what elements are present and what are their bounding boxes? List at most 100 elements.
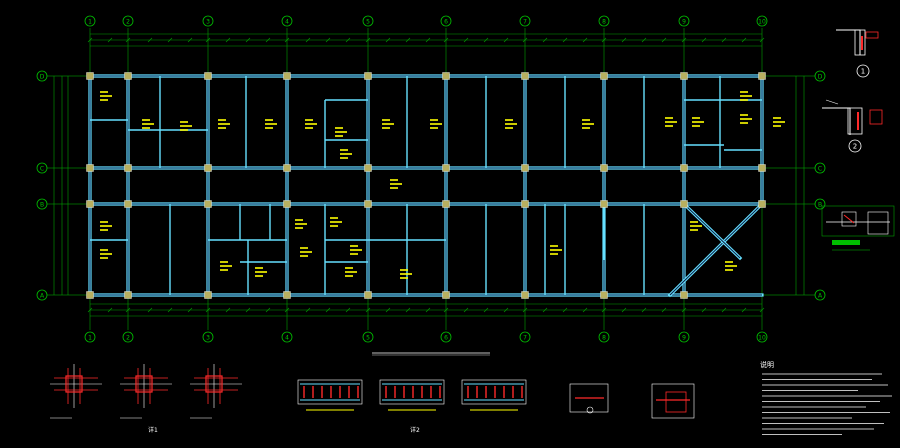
- dim-tick-top-33: [741, 37, 747, 43]
- axis-bubble-col-9-top: 9: [678, 15, 690, 27]
- notes-block: 说明: [760, 360, 892, 435]
- svg-text:A: A: [818, 292, 823, 299]
- svg-text:C: C: [40, 165, 44, 172]
- beam-annotation-15: [740, 114, 752, 124]
- svg-text:4: 4: [285, 18, 289, 25]
- column-10-3: [758, 200, 766, 208]
- beam-annotation-19: [220, 261, 232, 271]
- dim-tick-bottom-23: [542, 307, 548, 313]
- beam-section-detail-1: [297, 379, 363, 411]
- svg-text:A: A: [40, 292, 45, 299]
- section-detail-1: 1: [836, 29, 879, 78]
- svg-text:6: 6: [444, 334, 448, 341]
- svg-text:8: 8: [602, 18, 606, 25]
- dim-tick-bottom-4: [167, 307, 173, 313]
- dim-tick-bottom-32: [721, 307, 727, 313]
- beam-annotation-16: [773, 117, 785, 127]
- axis-bubble-col-9-bottom: 9: [678, 331, 690, 343]
- column-3-3: [204, 200, 212, 208]
- axis-bubble-col-8-bottom: 8: [598, 331, 610, 343]
- axis-bubble-col-7-bottom: 7: [519, 331, 531, 343]
- dim-tick-bottom-18: [443, 307, 449, 313]
- svg-text:10: 10: [758, 334, 766, 341]
- column-1-2: [86, 164, 94, 172]
- dim-tick-bottom-1: [107, 307, 113, 313]
- dim-tick-top-16: [405, 37, 411, 43]
- dim-tick-top-31: [701, 37, 707, 43]
- axis-bubble-row-C-left: C: [36, 162, 48, 174]
- beam-annotation-9: [430, 119, 442, 129]
- dim-tick-top-20: [483, 37, 489, 43]
- axis-bubble-col-6-top: 6: [440, 15, 452, 27]
- column-4-4: [283, 291, 291, 299]
- column-9-1: [680, 72, 688, 80]
- svg-text:10: 10: [758, 18, 766, 25]
- beam-annotation-20: [255, 267, 267, 277]
- beam-annotation-30: [390, 179, 402, 189]
- column-3-4: [204, 291, 212, 299]
- dim-tick-bottom-13: [345, 307, 351, 313]
- dim-tick-top-10: [284, 37, 290, 43]
- dim-tick-bottom-10: [284, 307, 290, 313]
- column-7-4: [521, 291, 529, 299]
- beam-annotation-11: [582, 119, 594, 129]
- svg-text:C: C: [818, 165, 822, 172]
- dim-tick-top-19: [463, 37, 469, 43]
- beam-section-details: [297, 379, 527, 411]
- dim-tick-bottom-34: [759, 307, 765, 313]
- beam-annotation-25: [345, 267, 357, 277]
- column-2-3: [124, 200, 132, 208]
- dim-tick-bottom-16: [405, 307, 411, 313]
- axis-bubble-row-A-right: A: [814, 289, 826, 301]
- column-6-3: [442, 200, 450, 208]
- dim-tick-top-4: [167, 37, 173, 43]
- axis-bubble-row-C-right: C: [814, 162, 826, 174]
- section-detail-2: 2: [822, 99, 883, 153]
- svg-text:4: 4: [285, 334, 289, 341]
- svg-text:2: 2: [126, 334, 130, 341]
- dim-tick-top-21: [503, 37, 509, 43]
- dim-tick-bottom-3: [147, 307, 153, 313]
- plan-title: [372, 352, 490, 356]
- dim-tick-top-2: [125, 37, 131, 43]
- svg-text:1: 1: [88, 18, 92, 25]
- dim-tick-top-18: [443, 37, 449, 43]
- column-joint-details: [50, 364, 242, 419]
- beam-annotation-24: [350, 245, 362, 255]
- column-4-3: [283, 200, 291, 208]
- axis-bubble-col-7-top: 7: [519, 15, 531, 27]
- dim-tick-top-15: [385, 37, 391, 43]
- beam-annotation-13: [692, 117, 704, 127]
- svg-text:3: 3: [206, 18, 210, 25]
- column-5-4: [364, 291, 372, 299]
- dim-tick-bottom-17: [425, 307, 431, 313]
- dim-tick-top-30: [681, 37, 687, 43]
- dim-tick-bottom-29: [661, 307, 667, 313]
- axis-bubble-col-5-top: 5: [362, 15, 374, 27]
- column-8-2: [600, 164, 608, 172]
- svg-text:2: 2: [126, 18, 130, 25]
- dimension-lines: [53, 33, 805, 317]
- detail-group-2-label: 详2: [410, 426, 420, 434]
- svg-text:B: B: [818, 201, 822, 208]
- axis-bubble-col-10-bottom: 10: [756, 331, 768, 343]
- column-6-2: [442, 164, 450, 172]
- dim-tick-top-14: [365, 37, 371, 43]
- column-3-1: [204, 72, 212, 80]
- dim-tick-bottom-9: [265, 307, 271, 313]
- svg-text:9: 9: [682, 334, 686, 341]
- dim-tick-top-22: [522, 37, 528, 43]
- beam-annotation-4: [265, 119, 277, 129]
- beam-annotation-23: [330, 217, 342, 227]
- axis-bubble-col-1-top: 1: [84, 15, 96, 27]
- beam-annotation-28: [725, 261, 737, 271]
- column-10-1: [758, 72, 766, 80]
- svg-text:D: D: [40, 73, 45, 80]
- beam-annotation-26: [400, 269, 412, 279]
- dim-tick-top-17: [425, 37, 431, 43]
- wall-section-detail: [821, 205, 895, 251]
- dim-tick-top-26: [601, 37, 607, 43]
- dim-tick-top-8: [245, 37, 251, 43]
- column-8-4: [600, 291, 608, 299]
- column-2-2: [124, 164, 132, 172]
